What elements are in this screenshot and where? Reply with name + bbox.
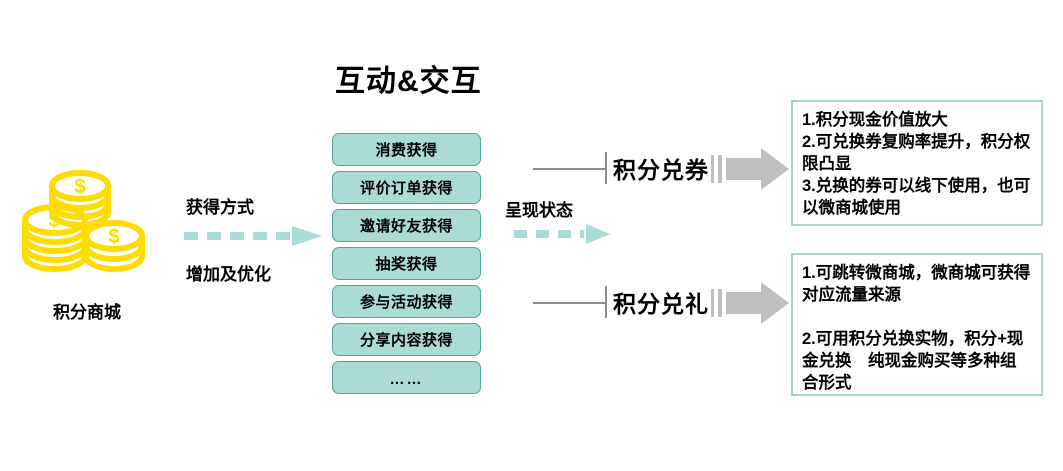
connector-line [533,302,605,304]
list-item-label: 抽奖获得 [375,256,438,273]
acquire-method-list: 消费获得 评价订单获得 邀请好友获得 抽奖获得 参与活动获得 分享内容获得 …… [332,133,481,399]
coins-stack-icon: $ $ $ [22,168,150,286]
dashed-arrow-right-icon [182,224,322,248]
list-item-label: 评价订单获得 [359,180,453,197]
list-item-label: …… [389,371,424,388]
list-item[interactable]: 参与活动获得 [332,285,481,318]
connector-end-cap [605,152,607,184]
branch-row-coupon: 积分兑券 [533,146,793,192]
label-increase-optimize: 增加及优化 [186,265,271,284]
page-title: 互动&交互 [335,65,482,98]
svg-text:$: $ [48,210,59,232]
list-item[interactable]: 邀请好友获得 [332,209,481,242]
label-present-state: 呈现状态 [505,201,573,220]
list-item-label: 邀请好友获得 [359,218,453,235]
outcome-box-coupon: 1.积分现金价值放大 2.可兑换券复购率提升，积分权限凸显 3.兑换的券可以线下… [791,100,1043,226]
source-caption: 积分商城 [53,303,121,322]
block-arrow-right-icon [711,280,789,326]
branch-label: 积分兑礼 [613,291,709,317]
outcome-text: 1.积分现金价值放大 2.可兑换券复购率提升，积分权限凸显 3.兑换的券可以线下… [802,111,1031,217]
list-item[interactable]: 评价订单获得 [332,171,481,204]
svg-text:$: $ [74,176,85,198]
list-item-label: 分享内容获得 [359,332,453,349]
branch-row-gift: 积分兑礼 [533,280,793,326]
svg-text:$: $ [108,226,119,248]
list-item-more[interactable]: …… [332,361,481,394]
list-item[interactable]: 抽奖获得 [332,247,481,280]
outcome-text: 1.可跳转微商城，微商城可获得对应流量来源 2.可用积分兑换实物，积分+现金兑换… [802,264,1031,392]
dashed-arrow-right-icon [512,222,610,246]
list-item-label: 消费获得 [375,142,438,159]
label-acquire-method: 获得方式 [186,198,254,217]
branch-label: 积分兑券 [613,157,709,183]
list-item-label: 参与活动获得 [359,294,453,311]
list-item[interactable]: 分享内容获得 [332,323,481,356]
list-item[interactable]: 消费获得 [332,133,481,166]
block-arrow-right-icon [711,146,789,192]
connector-end-cap [605,286,607,318]
connector-line [533,168,605,170]
outcome-box-gift: 1.可跳转微商城，微商城可获得对应流量来源 2.可用积分兑换实物，积分+现金兑换… [791,253,1043,396]
